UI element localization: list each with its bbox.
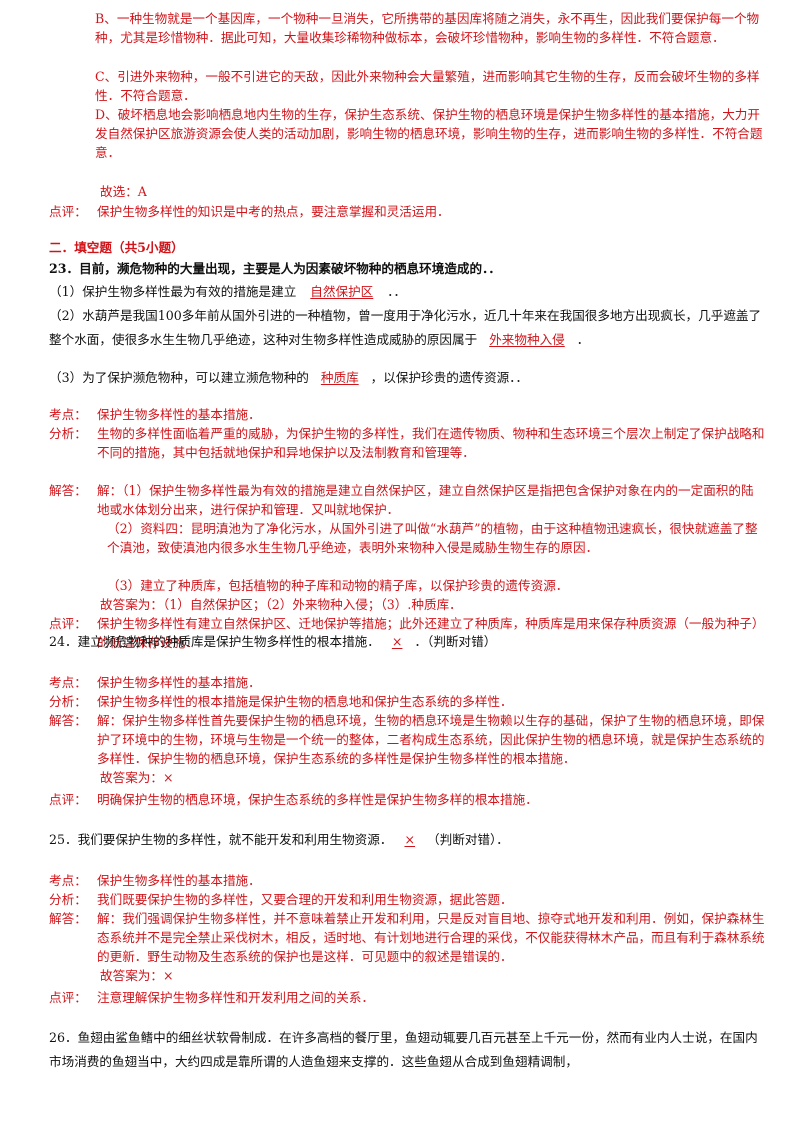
q25-stem: 25．我们要保护生物的多样性，就不能开发和利用生物资源． × （判断对错）． (49, 829, 765, 850)
q23-kaodian: 保护生物多样性的基本措施． (97, 407, 261, 422)
q24-stem: 24．建立濒危物种的种质库是保护生物多样性的根本措施． × ．（判断对错） (49, 631, 765, 652)
q23-part3: （3）为了保护濒危物种，可以建立濒危物种的种质库 ，以保护珍贵的遗传资源．． (49, 367, 765, 388)
q24-stem-text: 24．建立濒危物种的种质库是保护生物多样性的根本措施． (49, 634, 380, 649)
q23-part2-text: （2）水葫芦是我国100多年前从国外引进的一种植物，曾一度用于净化污水，近几十年… (49, 308, 762, 347)
q25-dianping: 注意理解保护生物多样性和开发利用之间的关系． (97, 990, 375, 1005)
q23-dianping: 保护生物多样性有建立自然保护区、迁地保护等措施；此外还建立了种质库，种质库是用来… (97, 616, 765, 650)
q25-kaodian: 保护生物多样性的基本措施． (97, 873, 261, 888)
q25-answer: × (404, 832, 416, 847)
q25-fenxi-label: 分析： (49, 892, 87, 907)
q26-stem: 26．鱼翅由鲨鱼鳍中的细丝状软骨制成．在许多高档的餐厅里，鱼翅动辄要几百元甚至上… (49, 1030, 758, 1069)
comment-label: 点评： (49, 204, 87, 219)
q24-dianping-label: 点评： (49, 792, 87, 807)
option-b-explanation: B、一种生物就是一个基因库，一个物种一旦消失，它所携带的基因库将随之消失，永不再… (95, 11, 760, 45)
comment-text: 保护生物多样性的知识是中考的热点，要注意掌握和灵活运用． (97, 204, 450, 219)
q24-fenxi-label: 分析： (49, 694, 87, 709)
q23-part3-end: ，以保护珍贵的遗传资源．． (370, 370, 529, 385)
q23-part3-answer: 种质库 (320, 370, 359, 385)
q23-part1-end: ．． (387, 284, 407, 299)
q23-part2: （2）水葫芦是我国100多年前从国外引进的一种植物，曾一度用于净化污水，近几十年… (49, 304, 765, 352)
q23-jieda-label: 解答： (49, 483, 87, 498)
q25-fenxi: 我们既要保护生物的多样性，又要合理的开发和利用生物资源，据此答题． (97, 892, 513, 907)
q23-kaodian-label: 考点： (49, 407, 87, 422)
q23-jieda-1: 解：（1）保护生物多样性最为有效的措施是建立自然保护区，建立自然保护区是指把包含… (97, 483, 754, 517)
q23-part2-end: ． (576, 332, 590, 347)
q23-part1-answer: 自然保护区 (310, 284, 374, 299)
q24-answer: × (391, 634, 403, 649)
q24-stem-end: ．（判断对错） (414, 634, 497, 649)
section-title: 二．填空题（共5小题） (49, 240, 184, 255)
q24-jieda-label: 解答： (49, 713, 87, 728)
q23-dianping-label: 点评： (49, 616, 87, 631)
q25-stem-end: （判断对错）． (427, 832, 509, 847)
q23-jieda-2: （2）资料四：昆明滇池为了净化污水，从国外引进了叫做“水葫芦”的植物，由于这种植… (107, 521, 758, 555)
q23-part1: （1）保护生物多样性最为有效的措施是建立自然保护区 ．． (49, 281, 765, 302)
q24-kaodian: 保护生物多样性的基本措施． (97, 675, 261, 690)
q24-dianping: 明确保护生物的栖息环境，保护生态系统的多样性是保护生物多样的根本措施． (97, 792, 538, 807)
q23-fenxi-label: 分析： (49, 426, 87, 441)
q25-stem-text: 25．我们要保护生物的多样性，就不能开发和利用生物资源． (49, 832, 393, 847)
q23-part2-answer: 外来物种入侵 (489, 332, 565, 347)
q24-kaodian-label: 考点： (49, 675, 87, 690)
q25-jieda-1: 解：我们强调保护生物多样性，并不意味着禁止开发和利用，只是反对盲目地、掠夺式地开… (97, 911, 765, 964)
q23-jieda-3: （3）建立了种质库，包括植物的种子库和动物的精子库，以保护珍贵的遗传资源． (107, 578, 569, 593)
q25-jieda-label: 解答： (49, 911, 87, 926)
q25-dianping-label: 点评： (49, 990, 87, 1005)
option-c-explanation: C、引进外来物种，一般不引进它的天敌，因此外来物种会大量繁殖，进而影响其它生物的… (95, 69, 760, 103)
q23-part3-text: （3）为了保护濒危物种，可以建立濒危物种的 (49, 370, 309, 385)
q23-answer-summary: 故答案为：（1）自然保护区；（2）外来物种入侵；（3）.种质库． (100, 597, 462, 612)
q23-stem: 23．目前，濒危物种的大量出现，主要是人为因素破坏物种的栖息环境造成的．． (49, 261, 502, 276)
q24-answer-summary: 故答案为：× (100, 770, 174, 785)
q25-kaodian-label: 考点： (49, 873, 87, 888)
q24-fenxi: 保护生物多样性的根本措施是保护生物的栖息地和保护生态系统的多样性． (97, 694, 513, 709)
q23-part1-text: （1）保护生物多样性最为有效的措施是建立 (49, 284, 297, 299)
q25-answer-summary: 故答案为：× (100, 968, 174, 983)
q24-jieda-1: 解：保护生物多样性首先要保护生物的栖息环境，生物的栖息环境是生物赖以生存的基础，… (97, 713, 765, 766)
q23-fenxi: 生物的多样性面临着严重的威胁，为保护生物的多样性，我们在遗传物质、物种和生态环境… (97, 426, 765, 460)
answer-choice: 故选：A (100, 184, 147, 199)
option-d-explanation: D、破坏栖息地会影响栖息地内生物的生存，保护生态系统、保护生物的栖息环境是保护生… (95, 107, 763, 160)
